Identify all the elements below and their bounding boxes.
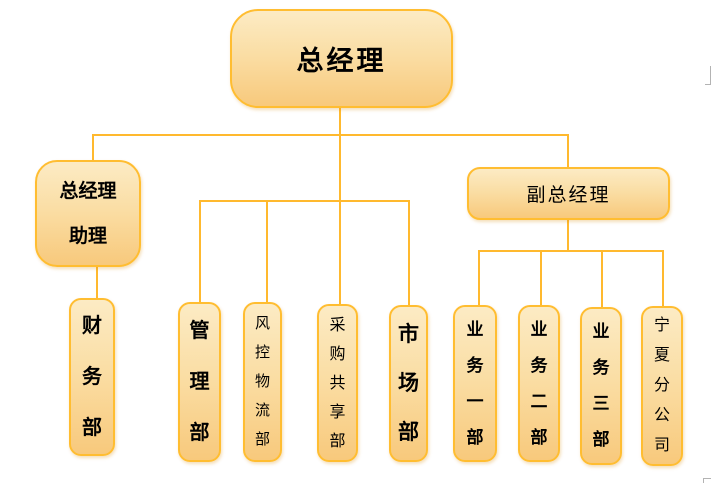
org-node-management-dept[interactable]: 管 理 部	[178, 302, 221, 462]
connector-ningxia-drop	[662, 250, 664, 307]
org-node-label: 业 务 二 部	[530, 319, 548, 447]
connector-assistant-drop	[92, 134, 94, 162]
connector-level3-hline	[478, 250, 664, 252]
org-node-label: 业 务 一 部	[466, 319, 484, 447]
connector-biz1-drop	[478, 250, 480, 306]
connector-gm-trunk	[339, 108, 341, 305]
org-node-procurement-sharing-dept[interactable]: 采 购 共 享 部	[317, 304, 358, 462]
org-node-business-dept-2[interactable]: 业 务 二 部	[518, 305, 560, 462]
org-node-label: 管 理 部	[189, 319, 210, 444]
connector-deputy-drop	[567, 134, 569, 168]
org-node-label: 总经理	[296, 46, 387, 76]
org-node-label: 副总经理	[526, 185, 611, 206]
page-border-artifact-top-right	[705, 66, 711, 85]
org-node-label: 业 务 三 部	[592, 322, 610, 449]
connector-risk-drop	[266, 200, 268, 303]
connector-assistant-finance	[96, 266, 98, 299]
org-node-label: 宁 夏 分 公 司	[653, 317, 670, 454]
connector-level1-hline	[92, 134, 569, 136]
org-node-finance-dept[interactable]: 财 务 部	[69, 298, 115, 456]
org-node-label: 财 务 部	[82, 314, 102, 439]
page-border-artifact-bottom-right	[703, 478, 711, 483]
org-node-business-dept-1[interactable]: 业 务 一 部	[453, 305, 497, 462]
connector-deputy-trunk	[567, 220, 569, 251]
org-node-label: 采 购 共 享 部	[329, 316, 346, 450]
org-node-label: 风 控 物 流 部	[254, 315, 270, 448]
org-node-general-manager[interactable]: 总经理	[230, 9, 453, 108]
org-node-risk-logistics-dept[interactable]: 风 控 物 流 部	[243, 302, 282, 462]
connector-biz2-drop	[540, 250, 542, 306]
connector-market-drop	[408, 200, 410, 306]
connector-biz3-drop	[601, 250, 603, 308]
org-node-ningxia-branch[interactable]: 宁 夏 分 公 司	[641, 306, 683, 466]
org-node-gm-assistant[interactable]: 总经理助理	[35, 160, 141, 267]
connector-mgmt-drop	[199, 200, 201, 303]
org-node-market-dept[interactable]: 市 场 部	[389, 305, 428, 462]
org-node-business-dept-3[interactable]: 业 务 三 部	[580, 307, 622, 465]
org-node-label: 市 场 部	[398, 322, 419, 444]
org-node-label: 总经理助理	[59, 180, 117, 247]
connector-level2-hline	[199, 200, 409, 202]
org-node-deputy-gm[interactable]: 副总经理	[467, 167, 670, 220]
